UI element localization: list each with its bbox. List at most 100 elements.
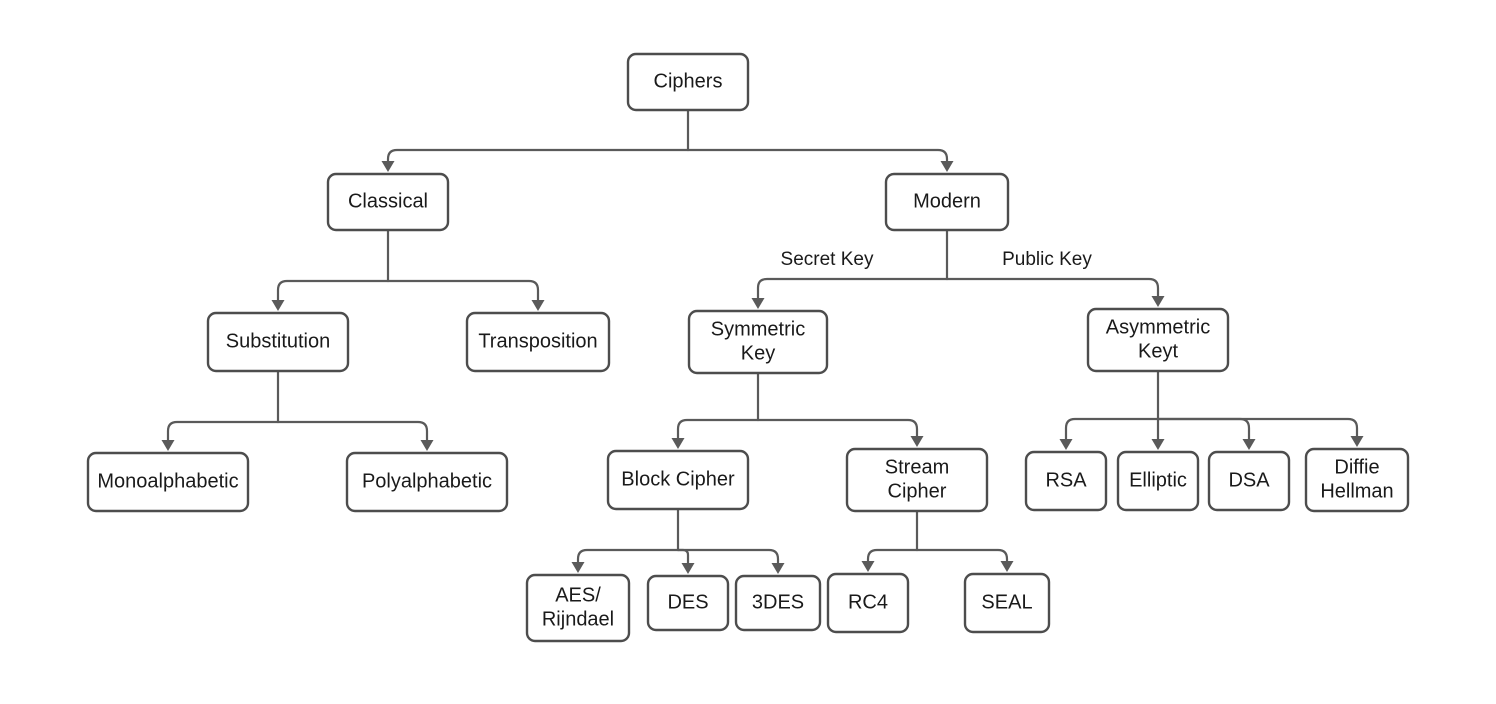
edge-e-classical-substitution	[276, 279, 390, 302]
arrowhead-e-ciphers-modern	[940, 161, 954, 172]
node-label-asymmetric-key: Asymmetric	[1106, 316, 1210, 338]
arrowhead-e-asymmetric-dsa	[1242, 439, 1256, 450]
node-rc4[interactable]: RC4	[826, 572, 910, 634]
node-label-seal: SEAL	[981, 591, 1032, 613]
node-box-elliptic[interactable]	[1116, 450, 1200, 512]
arrowhead-e-asymmetric-diffie	[1350, 436, 1364, 447]
node-label-dsa: DSA	[1228, 469, 1270, 491]
arrowhead-e-classical-substitution	[271, 300, 285, 311]
arrowhead-e-modern-symmetric	[751, 298, 765, 309]
edge-e-block-des	[676, 548, 690, 565]
arrowhead-e-symmetric-stream	[910, 436, 924, 447]
arrowhead-e-symmetric-block	[671, 438, 685, 449]
node-label-modern: Modern	[913, 190, 981, 212]
edge-e-block-3des	[676, 548, 780, 565]
node-box-ciphers[interactable]	[626, 52, 750, 112]
node-label-substitution: Substitution	[226, 330, 331, 352]
node-label-3des: 3DES	[752, 591, 804, 613]
edge-e-asymmetric-diffie	[1156, 417, 1359, 438]
node-box-3des[interactable]	[734, 574, 822, 632]
edge-e-modern-symmetric	[756, 277, 949, 300]
node-des[interactable]: DES	[646, 574, 730, 632]
arrowhead-e-stream-rc4	[861, 561, 875, 572]
node-classical[interactable]: Classical	[326, 172, 450, 232]
node-seal[interactable]: SEAL	[963, 572, 1051, 634]
node-box-rsa[interactable]	[1024, 450, 1108, 512]
node-box-symmetric-key[interactable]	[687, 309, 829, 375]
node-label-ciphers: Ciphers	[654, 70, 723, 92]
label-public-key: Public Key	[1002, 249, 1092, 270]
node-polyalphabetic[interactable]: Polyalphabetic	[345, 451, 509, 513]
node-label-des: DES	[667, 591, 708, 613]
arrowhead-e-asymmetric-rsa	[1059, 439, 1073, 450]
edge-labels-layer: Secret Key Public Key	[781, 249, 1093, 270]
node-box-stream-cipher[interactable]	[845, 447, 989, 513]
node-label-asymmetric-key: Keyt	[1138, 340, 1178, 362]
node-box-transposition[interactable]	[465, 311, 611, 373]
edge-e-ciphers-classical	[386, 148, 690, 163]
node-box-monoalphabetic[interactable]	[86, 451, 250, 513]
node-label-elliptic: Elliptic	[1129, 469, 1187, 491]
node-label-polyalphabetic: Polyalphabetic	[362, 470, 492, 492]
node-label-classical: Classical	[348, 190, 428, 212]
node-box-rc4[interactable]	[826, 572, 910, 634]
node-box-aes-rijndael[interactable]	[525, 573, 631, 643]
node-monoalphabetic[interactable]: Monoalphabetic	[86, 451, 250, 513]
node-box-modern[interactable]	[884, 172, 1010, 232]
node-dsa[interactable]: DSA	[1207, 450, 1291, 512]
edge-e-stream-rc4	[866, 548, 919, 563]
edge-e-classical-transposition	[386, 279, 540, 302]
node-label-diffie-hellman: Hellman	[1320, 480, 1393, 502]
edge-e-symmetric-stream	[756, 418, 919, 438]
arrowhead-e-block-3des	[771, 563, 785, 574]
node-substitution[interactable]: Substitution	[206, 311, 350, 373]
node-label-block-cipher: Block Cipher	[621, 468, 735, 490]
node-block-cipher[interactable]: Block Cipher	[606, 449, 750, 511]
node-label-symmetric-key: Key	[741, 342, 775, 364]
arrowhead-e-block-aes	[571, 562, 585, 573]
node-label-stream-cipher: Cipher	[888, 480, 947, 502]
node-label-diffie-hellman: Diffie	[1334, 456, 1379, 478]
node-modern[interactable]: Modern	[884, 172, 1010, 232]
edge-e-symmetric-block	[676, 418, 760, 440]
node-3des[interactable]: 3DES	[734, 574, 822, 632]
node-label-stream-cipher: Stream	[885, 456, 949, 478]
node-rsa[interactable]: RSA	[1024, 450, 1108, 512]
node-box-diffie-hellman[interactable]	[1304, 447, 1410, 513]
node-box-seal[interactable]	[963, 572, 1051, 634]
arrowhead-e-modern-asymmetric	[1151, 296, 1165, 307]
arrowhead-e-substitution-monoalphabetic	[161, 440, 175, 451]
node-box-classical[interactable]	[326, 172, 450, 232]
arrowhead-e-asymmetric-elliptic	[1151, 439, 1165, 450]
node-transposition[interactable]: Transposition	[465, 311, 611, 373]
node-aes-rijndael[interactable]: AES/Rijndael	[525, 573, 631, 643]
node-elliptic[interactable]: Elliptic	[1116, 450, 1200, 512]
node-label-rc4: RC4	[848, 591, 888, 613]
edge-e-substitution-polyalphabetic	[276, 420, 429, 442]
node-box-block-cipher[interactable]	[606, 449, 750, 511]
arrowhead-e-classical-transposition	[531, 300, 545, 311]
node-box-dsa[interactable]	[1207, 450, 1291, 512]
arrowhead-e-block-des	[681, 563, 695, 574]
edge-e-block-aes	[576, 548, 680, 564]
node-label-monoalphabetic: Monoalphabetic	[97, 470, 238, 492]
node-label-transposition: Transposition	[478, 330, 597, 352]
arrowhead-e-ciphers-classical	[381, 161, 395, 172]
arrowhead-e-substitution-polyalphabetic	[420, 440, 434, 451]
node-ciphers[interactable]: Ciphers	[626, 52, 750, 112]
edges-layer	[161, 108, 1364, 574]
node-box-des[interactable]	[646, 574, 730, 632]
node-box-polyalphabetic[interactable]	[345, 451, 509, 513]
node-box-substitution[interactable]	[206, 311, 350, 373]
label-secret-key: Secret Key	[781, 249, 874, 270]
edge-e-asymmetric-rsa	[1064, 417, 1160, 441]
node-box-asymmetric-key[interactable]	[1086, 307, 1230, 373]
node-label-rsa: RSA	[1045, 469, 1087, 491]
